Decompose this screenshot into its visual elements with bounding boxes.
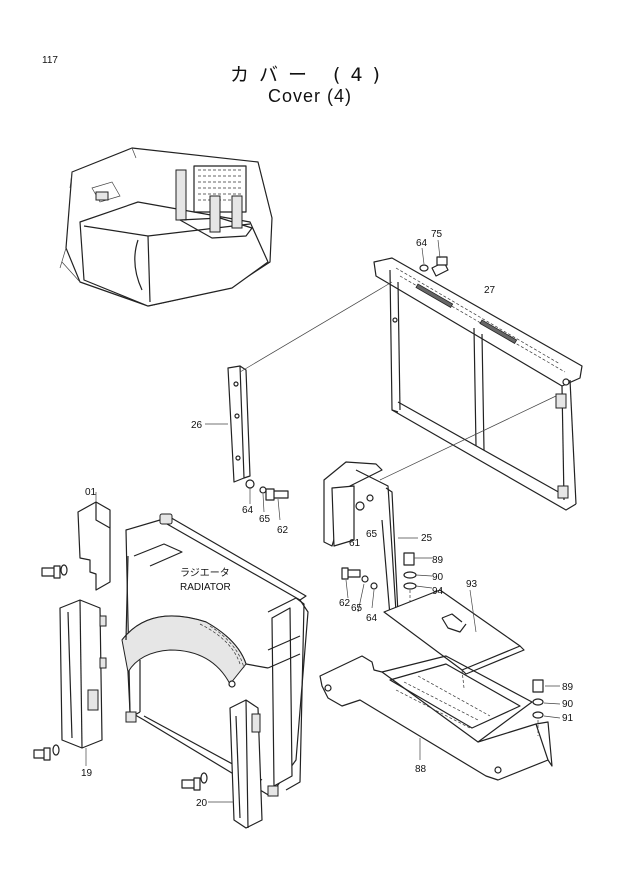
part-label-64-top: 64 [416, 238, 428, 249]
bolt-set-26 [245, 479, 289, 521]
undercover-88 [319, 655, 553, 781]
part-label-89-upper: 89 [432, 555, 444, 566]
bolt-set-88 [532, 679, 561, 736]
part-label-62-lower: 62 [339, 598, 351, 609]
cover-plate-01 [77, 492, 111, 591]
bolt-20 [181, 772, 208, 791]
page-title-english: Cover (4) [267, 86, 352, 106]
radiator-cover [121, 513, 309, 797]
part-label-88: 88 [415, 764, 427, 775]
side-bracket-20 [208, 699, 263, 829]
part-label-75: 75 [431, 229, 443, 240]
part-label-65-lower: 65 [351, 603, 363, 614]
bracket-26 [205, 281, 393, 483]
upper-cover-frame [373, 257, 583, 511]
page-number: 117 [42, 55, 58, 66]
part-label-25: 25 [421, 533, 433, 544]
tray-cover-93 [383, 589, 525, 689]
machine-overview-inset [59, 147, 273, 307]
part-label-65-center: 65 [366, 529, 378, 540]
part-label-91: 91 [562, 713, 574, 724]
bolt-01 [41, 564, 68, 579]
bolt-75 [419, 239, 449, 277]
part-label-61: 61 [349, 538, 361, 549]
part-label-94: 94 [432, 586, 444, 597]
part-label-62-upper: 62 [277, 525, 289, 536]
stay-bracket-25 [323, 395, 557, 617]
part-label-64-lower: 64 [366, 613, 378, 624]
part-label-64-middle: 64 [242, 505, 254, 516]
part-label-89-lower: 89 [562, 682, 574, 693]
part-label-90-upper: 90 [432, 572, 444, 583]
radiator-label-japanese: ラジエータ [180, 567, 230, 579]
part-label-93: 93 [466, 579, 478, 590]
radiator-label-english: RADIATOR [180, 582, 231, 593]
part-label-26: 26 [191, 420, 203, 431]
part-label-01: 01 [85, 487, 97, 498]
side-bracket-19 [59, 599, 107, 766]
part-label-65-left: 65 [259, 514, 271, 525]
part-label-90-lower: 90 [562, 699, 574, 710]
part-label-20: 20 [196, 798, 208, 809]
part-label-27: 27 [484, 285, 496, 296]
bolt-19 [33, 744, 60, 761]
page-title-japanese: カバー (4) [230, 64, 390, 86]
bolt-set-93 [403, 552, 433, 620]
part-label-19: 19 [81, 768, 93, 779]
bolt-set-25 [341, 567, 378, 613]
